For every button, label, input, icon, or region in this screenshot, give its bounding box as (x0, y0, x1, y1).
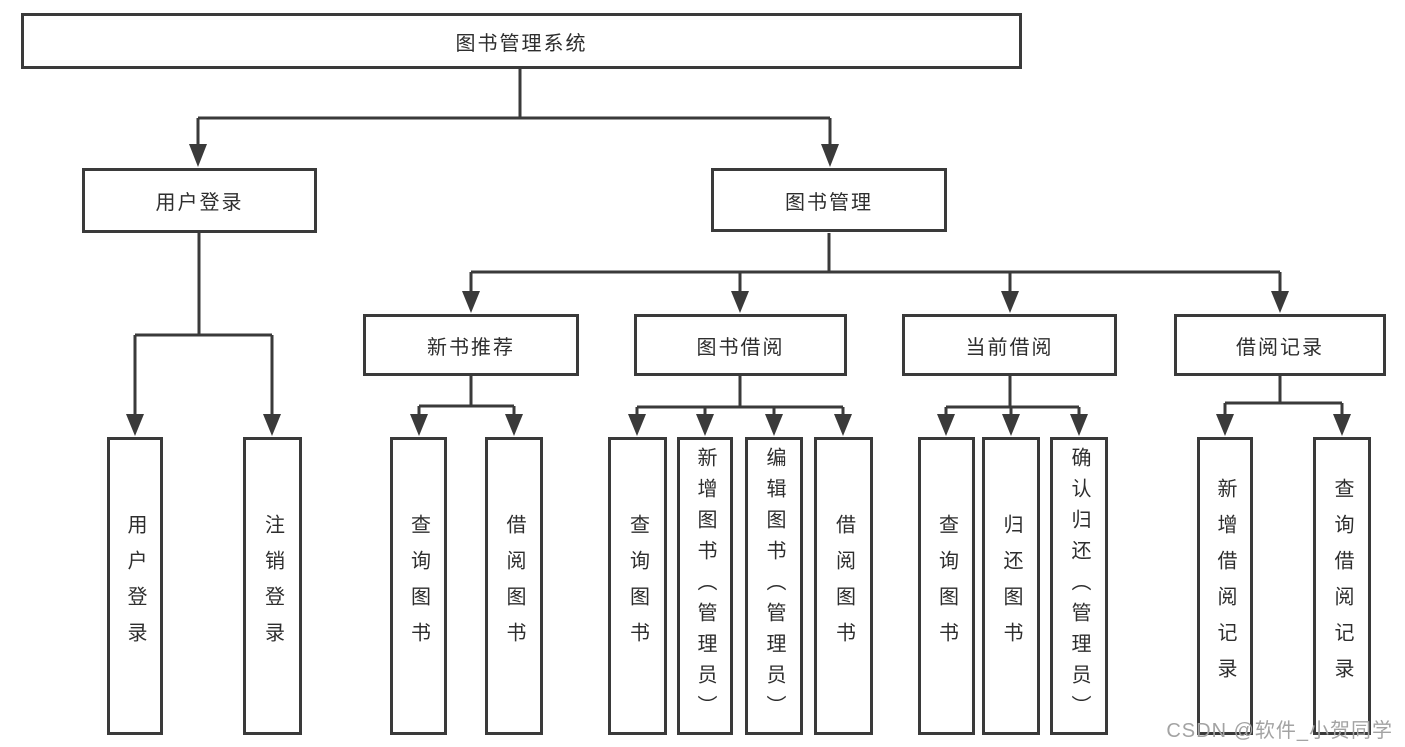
leaf-borrowing-query-books-label: 查询图书 (626, 514, 649, 658)
leaf-add-books-admin: 新增图书（管理员） (677, 437, 733, 735)
leaf-user-login: 用户登录 (107, 437, 163, 735)
leaf-logout-label: 注销登录 (261, 514, 284, 658)
leaf-confirm-return-admin: 确认归还（管理员） (1050, 437, 1108, 735)
node-book-management-label: 图书管理 (785, 191, 873, 214)
node-new-book-recommend-label: 新书推荐 (427, 336, 515, 359)
leaf-newbooks-borrow-books: 借阅图书 (485, 437, 543, 735)
leaf-return-books-label: 归还图书 (1000, 514, 1022, 658)
node-current-borrowing-label: 当前借阅 (965, 336, 1054, 359)
leaf-logout: 注销登录 (243, 437, 302, 735)
leaf-return-books: 归还图书 (982, 437, 1040, 735)
leaf-borrow-books: 借阅图书 (814, 437, 873, 735)
node-borrowing-records: 借阅记录 (1174, 314, 1386, 376)
node-user-login: 用户登录 (82, 168, 317, 233)
leaf-current-query-books: 查询图书 (918, 437, 975, 735)
node-book-borrowing-label: 图书借阅 (696, 336, 785, 359)
leaf-query-borrow-record: 查询借阅记录 (1313, 437, 1371, 735)
connector-paths (133, 69, 1344, 416)
node-root: 图书管理系统 (21, 13, 1022, 69)
leaf-newbooks-query-books: 查询图书 (390, 437, 447, 735)
node-current-borrowing: 当前借阅 (902, 314, 1117, 376)
leaf-edit-books-admin: 编辑图书（管理员） (745, 437, 803, 735)
node-user-login-label: 用户登录 (155, 192, 244, 214)
node-root-label: 图书管理系统 (455, 32, 588, 55)
leaf-add-books-admin-label: 新增图书（管理员） (694, 446, 716, 726)
leaf-user-login-label: 用户登录 (124, 514, 146, 658)
node-borrowing-records-label: 借阅记录 (1236, 336, 1324, 359)
leaf-borrowing-query-books: 查询图书 (608, 437, 667, 735)
csdn-watermark: CSDN @软件_小贺同学 (1166, 720, 1393, 742)
leaf-edit-books-admin-label: 编辑图书（管理员） (763, 446, 785, 726)
node-book-borrowing: 图书借阅 (634, 314, 847, 376)
leaf-add-borrow-record-label: 新增借阅记录 (1214, 478, 1236, 694)
leaf-borrow-books-label: 借阅图书 (832, 514, 855, 658)
leaf-query-borrow-record-label: 查询借阅记录 (1331, 478, 1353, 694)
leaf-newbooks-query-books-label: 查询图书 (407, 514, 430, 658)
node-new-book-recommend: 新书推荐 (363, 314, 579, 376)
leaf-newbooks-borrow-books-label: 借阅图书 (503, 514, 525, 658)
leaf-add-borrow-record: 新增借阅记录 (1197, 437, 1253, 735)
leaf-confirm-return-admin-label: 确认归还（管理员） (1068, 446, 1090, 726)
node-book-management: 图书管理 (711, 168, 947, 232)
leaf-current-query-books-label: 查询图书 (935, 514, 958, 658)
